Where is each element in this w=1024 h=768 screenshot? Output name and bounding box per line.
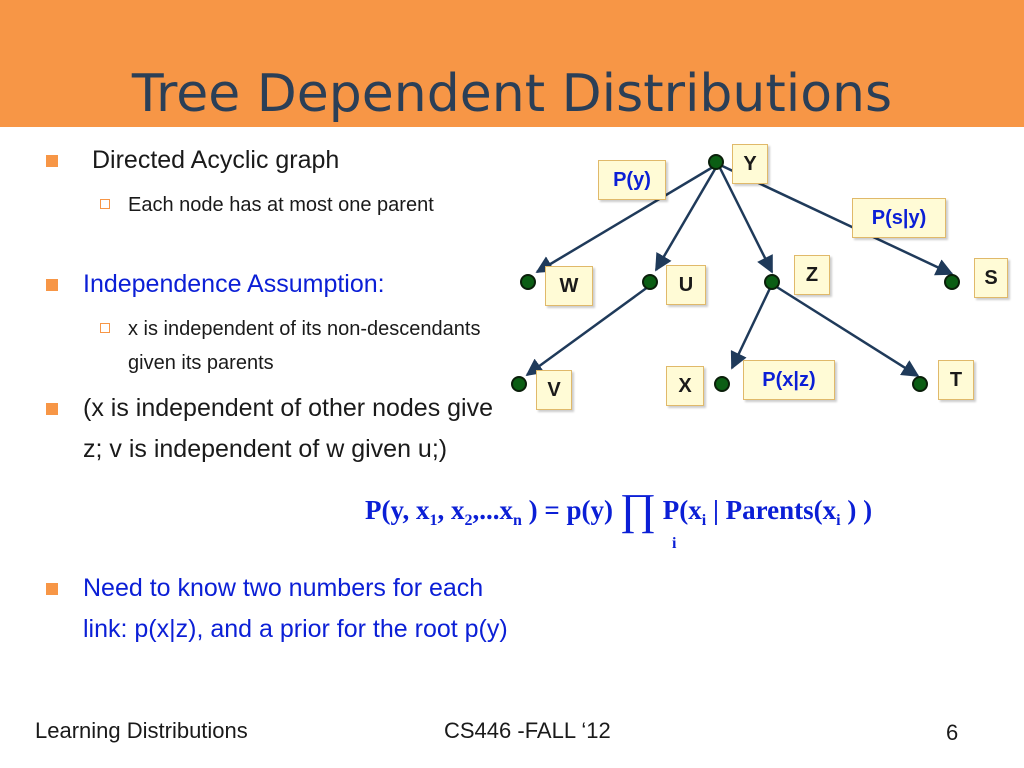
edge-y-w — [535, 162, 719, 274]
hollow-square-bullet-icon — [100, 323, 110, 333]
node-w — [520, 274, 536, 290]
square-bullet-icon — [46, 403, 58, 415]
bullet-text: Directed Acyclic graph — [92, 146, 340, 174]
node-t — [912, 376, 928, 392]
bullet-text: (x is independent of other nodes give z;… — [83, 394, 493, 463]
node-label-v: V — [536, 370, 572, 410]
prob-label-psy: P(s|y) — [852, 198, 946, 238]
node-x — [714, 376, 730, 392]
node-y — [708, 154, 724, 170]
bullet-text: Need to know two numbers for each link: … — [83, 574, 508, 643]
edge-u-v — [525, 282, 653, 377]
page-number: 6 — [946, 720, 959, 745]
hollow-square-bullet-icon — [100, 199, 110, 209]
square-bullet-icon — [46, 279, 58, 291]
slide-title: Tree Dependent Distributions — [131, 64, 893, 124]
node-u — [642, 274, 658, 290]
node-label-s: S — [974, 258, 1008, 298]
node-z — [764, 274, 780, 290]
node-label-u: U — [666, 265, 706, 305]
bullet-text: Independence Assumption: — [83, 270, 385, 298]
product-index: i — [672, 535, 677, 552]
edge-z-t — [771, 282, 920, 378]
node-label-x: X — [666, 366, 704, 406]
edge-y-u — [654, 163, 720, 272]
node-label-t: T — [938, 360, 974, 400]
prob-label-py: P(y) — [598, 160, 666, 200]
node-s — [944, 274, 960, 290]
footer-course-code: CS446 -FALL ‘12 — [444, 718, 611, 743]
bullet-text: x is independent of its non-descendants … — [128, 318, 481, 374]
joint-distribution-formula: P(y, x1, x2,...xn ) = p(y) ∏ P(xi | Pare… — [365, 485, 873, 534]
node-label-w: W — [545, 266, 593, 306]
node-label-z: Z — [794, 255, 830, 295]
node-v — [511, 376, 527, 392]
prob-label-pxz: P(x|z) — [743, 360, 835, 400]
bullet-text: Each node has at most one parent — [128, 194, 434, 216]
title-banner — [0, 0, 1024, 127]
edge-z-x — [730, 283, 774, 370]
edge-y-z — [716, 163, 774, 274]
footer-course-topic: Learning Distributions — [35, 718, 248, 743]
product-symbol: ∏ — [619, 485, 657, 534]
square-bullet-icon — [46, 155, 58, 167]
square-bullet-icon — [46, 583, 58, 595]
node-label-y: Y — [732, 144, 768, 184]
tree-diagram: Y W U Z S V X T P(y) P(s|y) P(x|z) — [500, 140, 1024, 430]
